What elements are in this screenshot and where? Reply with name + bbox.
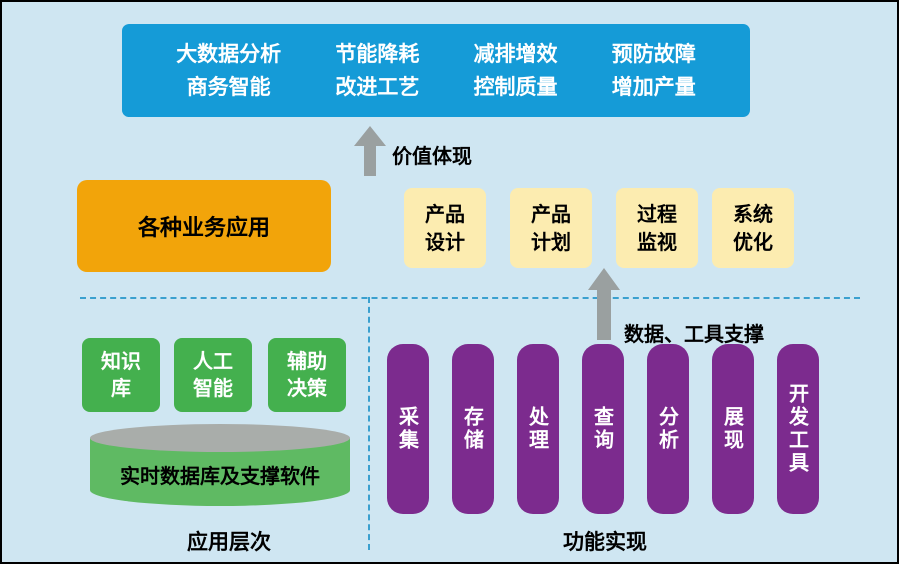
function-box-text: 监视 [637, 230, 677, 254]
banner-text: 商务智能 [186, 74, 271, 99]
cylinder-label: 实时数据库及支撑软件 [120, 464, 320, 488]
banner-column-3: 减排增效 控制质量 [474, 38, 558, 103]
section-label-application-layers: 应用层次 [187, 530, 271, 554]
knowledge-box-decision: 辅助 决策 [268, 338, 346, 412]
banner-column-1: 大数据分析 商务智能 [176, 38, 281, 103]
function-bar-text: 分析 [655, 406, 680, 452]
knowledge-box-text: 决策 [287, 376, 327, 400]
function-box-text: 产品 [531, 202, 571, 226]
function-bar-process: 处理 [517, 344, 559, 514]
knowledge-box-text: 人工 [193, 349, 233, 373]
value-banner: 大数据分析 商务智能 节能降耗 改进工艺 减排增效 控制质量 预防故障 增加产量 [122, 24, 750, 117]
cylinder-top [90, 424, 350, 452]
function-bar-display: 展现 [712, 344, 754, 514]
function-bar-analyze: 分析 [647, 344, 689, 514]
knowledge-box-text: 辅助 [287, 349, 327, 373]
function-bar-text: 存储 [460, 406, 485, 452]
support-arrow-label: 数据、工具支撑 [624, 322, 764, 346]
function-bar-store: 存储 [452, 344, 494, 514]
function-box-product-design: 产品 设计 [404, 188, 486, 268]
banner-column-4: 预防故障 增加产量 [612, 38, 696, 103]
banner-column-2: 节能降耗 改进工艺 [335, 38, 419, 103]
function-bar-collect: 采集 [387, 344, 429, 514]
function-bar-query: 查询 [582, 344, 624, 514]
banner-text: 减排增效 [473, 41, 558, 66]
function-bar-text: 采集 [395, 406, 420, 452]
function-box-system-optimize: 系统 优化 [712, 188, 794, 268]
banner-text: 大数据分析 [176, 41, 282, 66]
function-box-text: 过程 [637, 202, 677, 226]
knowledge-box-kb: 知识 库 [82, 338, 160, 412]
knowledge-box-text: 库 [111, 376, 131, 400]
knowledge-box-text: 知识 [101, 349, 141, 373]
banner-text: 预防故障 [611, 41, 696, 66]
function-bar-text: 查询 [590, 406, 615, 452]
function-bar-text: 处理 [525, 406, 550, 452]
function-box-text: 系统 [733, 202, 773, 226]
support-up-arrow-icon [588, 268, 620, 340]
value-arrow-label: 价值体现 [392, 144, 472, 168]
function-bar-text: 开发工具 [785, 383, 810, 475]
function-box-process-monitor: 过程 监视 [616, 188, 698, 268]
business-apps-box: 各种业务应用 [77, 180, 331, 272]
section-label-function-implementation: 功能实现 [563, 530, 647, 554]
function-bar-devtools: 开发工具 [777, 344, 819, 514]
horizontal-divider [80, 297, 860, 299]
vertical-divider [368, 297, 370, 550]
banner-text: 增加产量 [611, 74, 696, 99]
banner-text: 改进工艺 [335, 74, 420, 99]
realtime-db-cylinder: 实时数据库及支撑软件 [90, 424, 350, 506]
function-bar-text: 展现 [720, 406, 745, 452]
banner-text: 节能降耗 [335, 41, 420, 66]
function-box-text: 计划 [531, 230, 571, 254]
function-box-product-plan: 产品 计划 [510, 188, 592, 268]
knowledge-box-ai: 人工 智能 [174, 338, 252, 412]
function-box-text: 优化 [733, 230, 773, 254]
function-box-text: 产品 [425, 202, 465, 226]
value-up-arrow-icon [354, 126, 386, 176]
function-box-text: 设计 [425, 230, 465, 254]
knowledge-box-text: 智能 [193, 376, 233, 400]
banner-text: 控制质量 [473, 74, 558, 99]
